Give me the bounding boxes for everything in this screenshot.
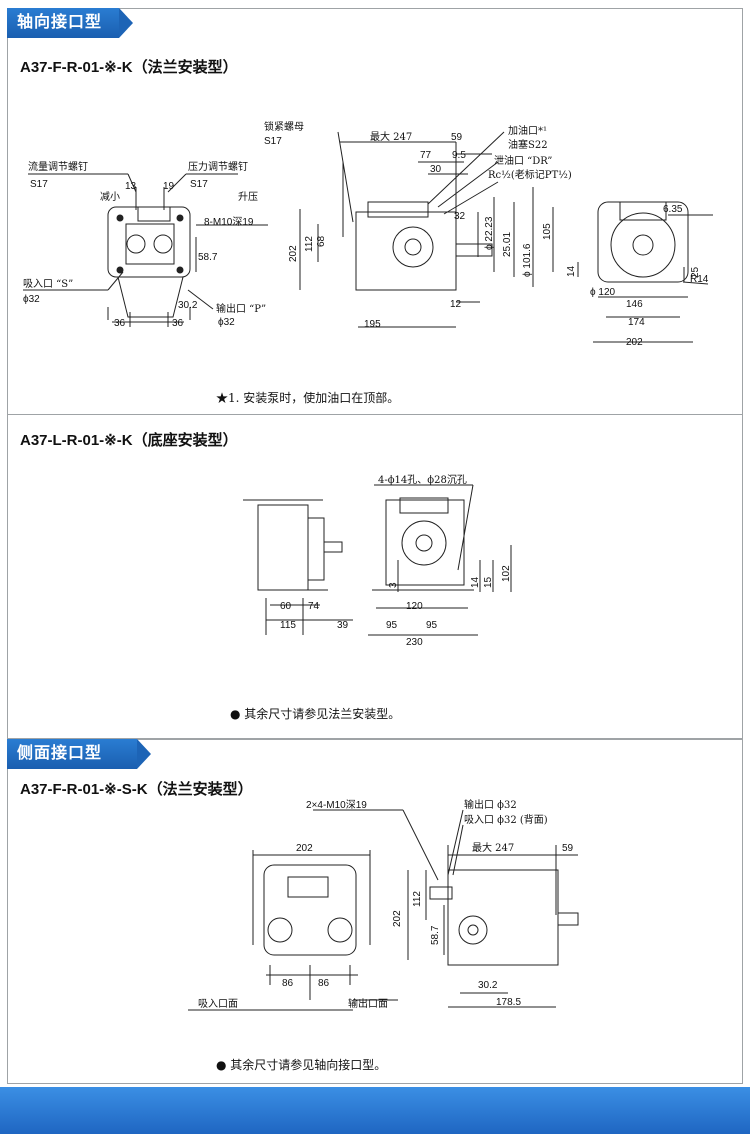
dim-230: 230 xyxy=(406,637,423,648)
lock-nut-size: S17 xyxy=(264,136,282,147)
side-dim-202: 202 xyxy=(296,843,313,854)
dim-74: 74 xyxy=(308,601,320,612)
side-section-frame xyxy=(7,739,743,1084)
section-header-side: 侧面接口型 xyxy=(7,739,151,769)
dim-68: 68 xyxy=(316,235,327,247)
dim-95-right: 95 xyxy=(426,620,438,631)
dim-120: 120 xyxy=(406,601,423,612)
max-247: 最大 247 xyxy=(370,130,412,143)
dim-25: 25 xyxy=(690,266,701,278)
flange-note: ★1. 安装泵时，使加油口在顶部。 xyxy=(216,391,400,405)
dim-36-left: 36 xyxy=(114,318,126,329)
dim-77: 77 xyxy=(420,150,432,161)
dim-30-2: 30.2 xyxy=(178,300,198,311)
dim-58-7: 58.7 xyxy=(198,252,218,263)
plug-label: 油塞S22 xyxy=(508,138,548,151)
dim-15: 15 xyxy=(483,576,494,588)
dim-36-right: 36 xyxy=(172,318,184,329)
dim-105: 105 xyxy=(542,223,553,240)
dim-202-v: 202 xyxy=(288,245,299,262)
side-dim-86-left: 86 xyxy=(282,978,294,989)
pressure-screw-size: S17 xyxy=(190,179,208,190)
dim-39: 39 xyxy=(337,620,349,631)
increase-label: 升压 xyxy=(238,191,258,203)
dim-95-left: 95 xyxy=(386,620,398,631)
side-outlet-label: 输出口 ϕ32 xyxy=(464,798,517,811)
side-dim-59: 59 xyxy=(562,843,574,854)
pressure-screw-label: 压力调节螺钉 xyxy=(188,160,248,173)
outlet-port-label: 输出口 “P” xyxy=(216,302,266,315)
drain-port-spec: Rc½(老标记PT½) xyxy=(488,168,572,181)
side-flange-title: A37-F-R-01-※-S-K（法兰安装型） xyxy=(20,781,253,798)
section-header-axial: 轴向接口型 xyxy=(7,8,133,38)
bolt-spec: 8-M10深19 xyxy=(204,216,254,228)
dim-174: 174 xyxy=(628,317,645,328)
dim-14-foot: 14 xyxy=(470,576,481,588)
axial-section-frame xyxy=(7,8,743,739)
side-bolt-spec: 2×4-M10深19 xyxy=(306,799,367,811)
side-flange-drawing: 2×4-M10深19 输出口 ϕ32 吸入口 ϕ32 (背面) 202 86 8… xyxy=(188,798,579,1011)
foot-type-title: A37-L-R-01-※-K（底座安装型） xyxy=(20,432,238,449)
dim-12: 12 xyxy=(450,299,462,310)
dim-146: 146 xyxy=(626,299,643,310)
dim-112: 112 xyxy=(304,236,315,252)
outlet-face-label: 输出口面 xyxy=(348,997,388,1010)
side-dim-58-7: 58.7 xyxy=(430,925,441,945)
decrease-label: 减小 xyxy=(100,191,120,203)
suction-face-label: 吸入口面 xyxy=(198,999,238,1010)
side-note: ● 其余尺寸请参见轴向接口型。 xyxy=(216,1058,387,1072)
side-dim-86-right: 86 xyxy=(318,978,330,989)
dim-102: 102 xyxy=(501,565,512,582)
side-dim-30-2: 30.2 xyxy=(478,980,498,991)
dim-14: 14 xyxy=(566,265,577,277)
dim-60: 60 xyxy=(280,601,292,612)
mount-holes-label: 4-ϕ14孔、ϕ28沉孔 xyxy=(378,473,467,486)
footer-bar xyxy=(0,1087,750,1134)
foot-note: ● 其余尺寸请参见法兰安装型。 xyxy=(230,707,401,721)
side-max-247: 最大 247 xyxy=(472,841,514,854)
dim-195: 195 xyxy=(364,319,381,330)
dim-13: 13 xyxy=(125,181,137,192)
dim-3: 3 xyxy=(388,582,399,588)
flange-drawing: 流量调节螺钉 S17 压力调节螺钉 S17 减小 升压 13 19 8-M10深… xyxy=(23,120,713,348)
section-divider xyxy=(7,414,743,415)
dim-59: 59 xyxy=(451,132,463,143)
flow-screw-size: S17 xyxy=(30,179,48,190)
dim-202-h: 202 xyxy=(626,337,643,348)
side-dim-112: 112 xyxy=(412,891,423,907)
dim-9-5: 9.5 xyxy=(452,150,466,161)
flange-type-title: A37-F-R-01-※-K（法兰安装型） xyxy=(20,59,238,76)
dim-25-01: 25.01 xyxy=(502,232,513,257)
dim-115: 115 xyxy=(280,620,296,631)
radius-14: R14 xyxy=(690,274,709,285)
side-dim-202-v: 202 xyxy=(392,910,403,927)
fill-port-label: 加油口*¹ xyxy=(508,124,547,137)
dim-30: 30 xyxy=(430,164,442,175)
flow-screw-label: 流量调节螺钉 xyxy=(28,160,88,173)
lock-nut-label: 锁紧螺母 xyxy=(264,120,304,133)
dim-19: 19 xyxy=(163,181,175,192)
dim-6-35: 6.35 xyxy=(663,204,683,215)
foot-drawing: 4-ϕ14孔、ϕ28沉孔 60 74 115 39 120 95 95 230 … xyxy=(243,473,512,648)
dim-phi-120: ϕ 120 xyxy=(590,287,616,298)
dim-32: 32 xyxy=(454,211,466,222)
suction-port-size: ϕ32 xyxy=(23,294,40,305)
dim-phi-101-6: ϕ 101.6 xyxy=(522,243,533,277)
suction-port-label: 吸入口 “S” xyxy=(23,279,73,290)
dim-phi-22-23: ϕ 22.23 xyxy=(484,216,495,250)
drain-port-label: 泄油口 “DR” xyxy=(494,154,552,167)
side-dim-178-5: 178.5 xyxy=(496,997,521,1008)
side-suction-label: 吸入口 ϕ32 (背面) xyxy=(464,813,548,826)
outlet-port-size: ϕ32 xyxy=(218,317,235,328)
